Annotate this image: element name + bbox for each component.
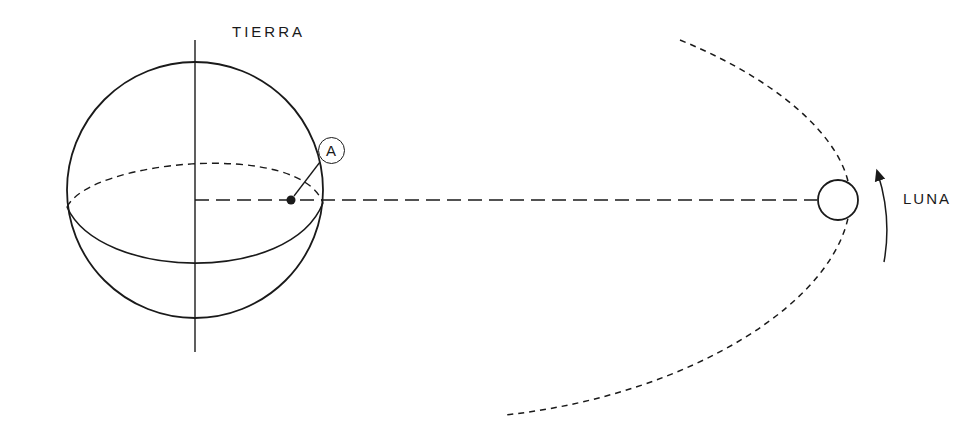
earth-label: TIERRA bbox=[232, 24, 305, 39]
earth-axis bbox=[194, 40, 195, 352]
motion-arrow bbox=[878, 174, 887, 262]
callout-circle: A bbox=[318, 137, 345, 164]
moon-label: LUNA bbox=[903, 191, 951, 206]
equator-front bbox=[67, 203, 323, 263]
moon-orbit bbox=[505, 40, 850, 415]
moon bbox=[818, 180, 858, 220]
point-a bbox=[287, 196, 296, 205]
leader-line bbox=[294, 162, 320, 196]
callout-letter: A bbox=[326, 143, 336, 158]
